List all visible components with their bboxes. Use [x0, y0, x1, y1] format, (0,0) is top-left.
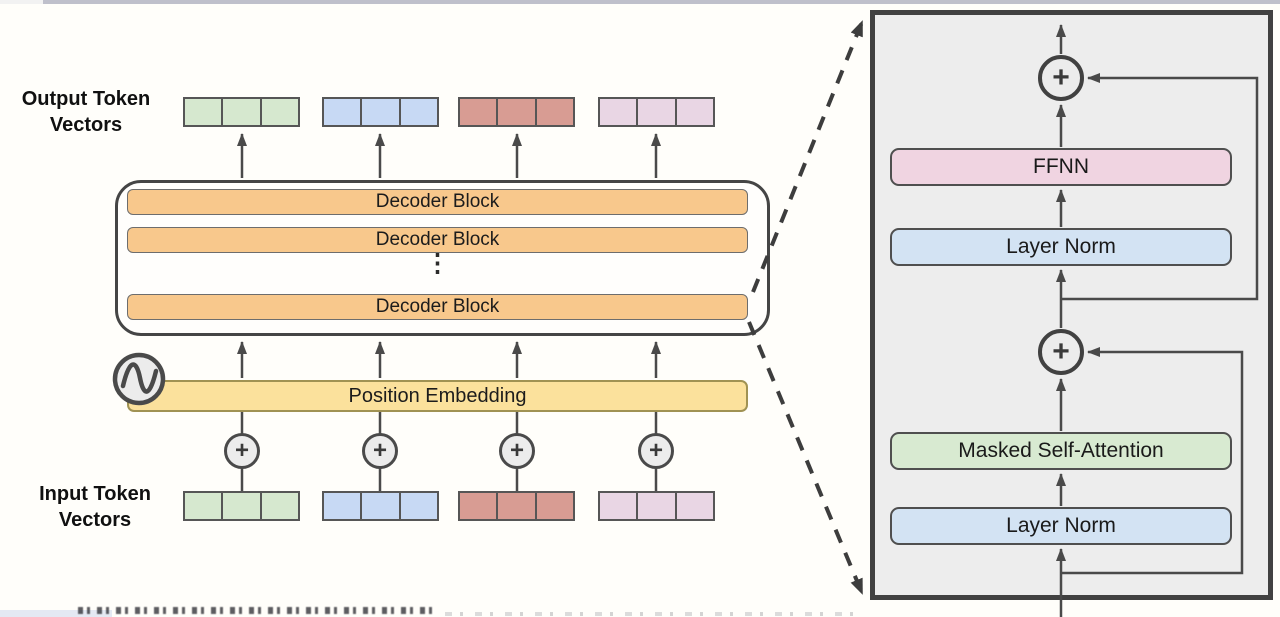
token-cell	[458, 491, 499, 521]
token-cell	[598, 97, 639, 127]
residual-add-circle-icon: +	[1038, 329, 1084, 375]
output-token-vectors-label: Output Token Vectors	[21, 88, 151, 137]
decoder-block-n: Decoder Block	[127, 294, 748, 320]
token-cell	[534, 97, 575, 127]
token-cell	[636, 491, 677, 521]
top-edge-ui-sliver-left	[0, 0, 43, 4]
add-circle-icon: +	[224, 433, 260, 469]
bottom-left-ui-sliver	[0, 610, 112, 617]
input-token-vector-green	[183, 491, 300, 521]
token-cell	[183, 491, 224, 521]
dashed-line-bottom	[747, 321, 864, 595]
token-cell	[598, 491, 639, 521]
output-token-vector-red	[458, 97, 575, 127]
token-cell	[674, 97, 715, 127]
token-cell	[674, 491, 715, 521]
layer-norm-lower-box: Layer Norm	[890, 507, 1232, 545]
token-cell	[360, 97, 401, 127]
token-cell	[221, 97, 262, 127]
stack-ellipsis: ⋮	[425, 249, 450, 277]
ffnn-box: FFNN	[890, 148, 1232, 186]
decoder-block-2: Decoder Block	[127, 227, 748, 253]
token-cell	[259, 97, 300, 127]
output-token-vector-green	[183, 97, 300, 127]
token-cell	[360, 491, 401, 521]
position-embedding-bar: Position Embedding	[127, 380, 748, 412]
top-edge-ui-sliver	[0, 0, 1280, 4]
token-cell	[458, 97, 499, 127]
decoder-block-1: Decoder Block	[127, 189, 748, 215]
token-cell	[636, 97, 677, 127]
token-cell	[322, 97, 363, 127]
token-cell	[259, 491, 300, 521]
add-circle-icon: +	[638, 433, 674, 469]
token-cell	[496, 491, 537, 521]
layer-norm-upper-box: Layer Norm	[890, 228, 1232, 266]
token-cell	[322, 491, 363, 521]
input-token-vector-blue	[322, 491, 439, 521]
input-token-vector-red	[458, 491, 575, 521]
token-cell	[398, 97, 439, 127]
masked-self-attention-box: Masked Self-Attention	[890, 432, 1232, 470]
cutoff-text-fragment	[78, 607, 432, 614]
token-cell	[496, 97, 537, 127]
input-token-vectors-label: Input Token Vectors	[39, 483, 151, 532]
input-token-vector-pink	[598, 491, 715, 521]
token-cell	[183, 97, 224, 127]
add-circle-icon: +	[362, 433, 398, 469]
token-cell	[221, 491, 262, 521]
output-token-vector-blue	[322, 97, 439, 127]
cutoff-text-fragment-light	[445, 612, 865, 616]
token-cell	[398, 491, 439, 521]
output-token-vector-pink	[598, 97, 715, 127]
add-circle-icon: +	[499, 433, 535, 469]
token-cell	[534, 491, 575, 521]
residual-add-circle-icon: +	[1038, 55, 1084, 101]
